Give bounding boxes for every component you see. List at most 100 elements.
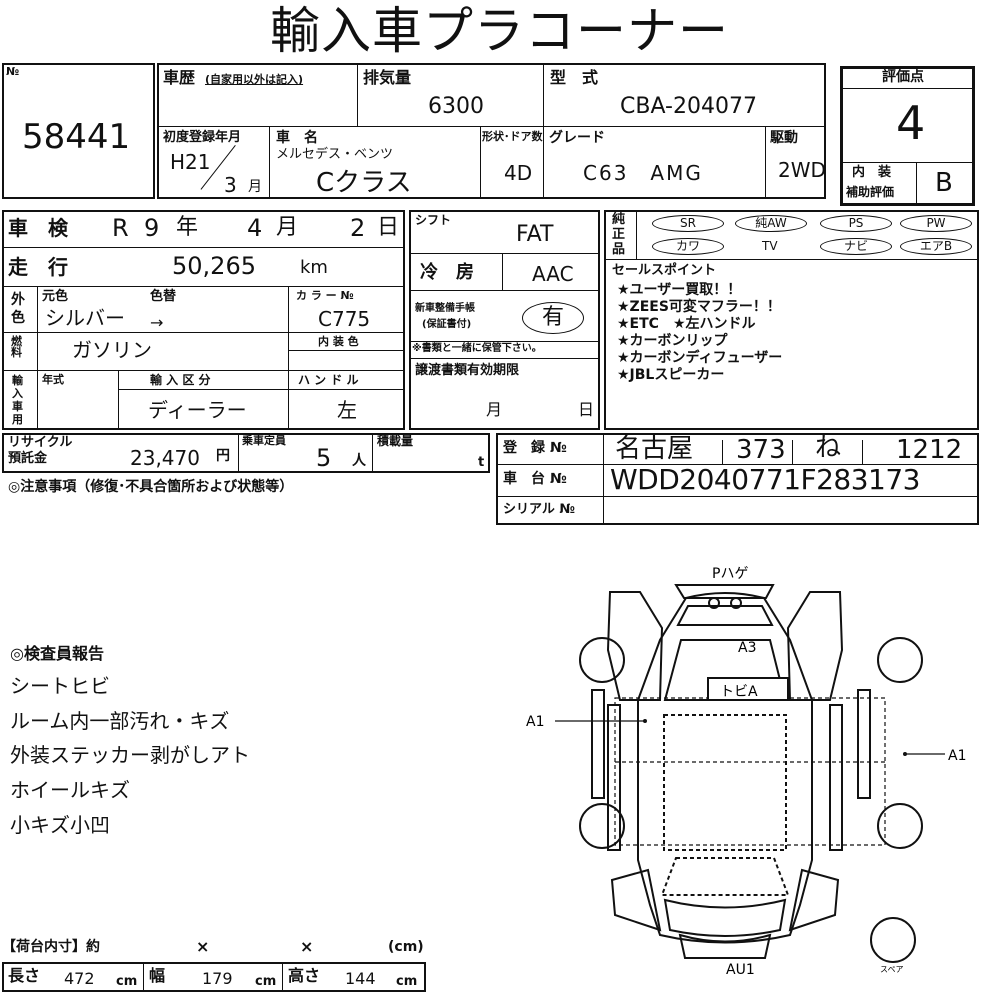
inspector-header: ◎検査員報告 — [10, 644, 104, 663]
first-reg-month: 3 — [224, 173, 237, 197]
capacity-label: 乗車定員 — [242, 434, 286, 447]
lot-label: № — [6, 65, 20, 78]
sales-point-item: ★ユーザー買取！！ — [617, 282, 742, 298]
color-change-label: 色替 — [150, 289, 177, 304]
capacity-value: 5 — [316, 444, 332, 472]
transfer-day-unit: 日 — [578, 400, 595, 419]
diagram-a3-label: A3 — [738, 640, 756, 656]
first-reg-year: H21 — [170, 150, 211, 174]
recycle-label-2: 預託金 — [8, 451, 48, 466]
registration-label: 登 録 № — [503, 440, 567, 456]
car-maker: メルセデス・ベンツ — [276, 147, 394, 162]
shape-doors-label: 形状･ドア数 — [482, 130, 543, 143]
shift-block — [409, 210, 600, 430]
import-handle-label: ハ ン ド ル — [298, 373, 359, 387]
equipment-block — [604, 210, 979, 430]
cargo-height-label: 高さ — [288, 966, 321, 985]
warranty-label-1: 新車整備手帳 — [415, 303, 475, 314]
interior-value: B — [935, 168, 953, 198]
capacity-unit: 人 — [352, 453, 366, 469]
cargo-header: 【荷台内寸】約 — [2, 939, 100, 955]
cargo-unit-paren: (cm) — [388, 939, 424, 955]
shape-doors-value: 4D — [504, 161, 533, 185]
import-year-label: 年式 — [42, 373, 64, 386]
model-code-label: 型 式 — [550, 68, 599, 87]
inspector-item: 外装ステッカー剥がしアト — [10, 743, 250, 767]
car-name: Cクラス — [316, 168, 412, 198]
transfer-label: 譲渡書類有効期限 — [415, 363, 520, 378]
cargo-width-label: 幅 — [149, 966, 166, 985]
import-label: 輸入車用 — [12, 374, 23, 426]
color-orig-value: シルバー — [45, 306, 125, 330]
ac-value: AAC — [532, 262, 574, 286]
fuel-label: 燃料 — [11, 335, 22, 359]
equipment-navi: ナビ — [820, 238, 892, 255]
diagram-spare-label: スペア — [880, 965, 903, 974]
diagram-top-label: Pハゲ — [712, 566, 748, 582]
inspection-label: 車 検 — [8, 216, 68, 240]
inspector-item: ルーム内一部汚れ・キズ — [10, 709, 230, 733]
score-box — [840, 66, 975, 206]
registration-class: 373 — [736, 435, 786, 465]
sales-point-item: ★ETC ★左ハンドル — [617, 316, 756, 332]
equipment-sr: SR — [652, 215, 724, 232]
recycle-value: 23,470 — [130, 446, 200, 470]
color-arrow: → — [150, 313, 164, 332]
fuel-value: ガソリン — [72, 338, 152, 362]
history-note: (自家用以外は記入) — [205, 73, 304, 86]
cargo-width: 179 — [202, 969, 233, 988]
first-reg-label: 初度登録年月 — [163, 130, 242, 145]
car-name-label: 車 名 — [276, 130, 318, 146]
page-title: 輸入車プラコーナー — [270, 2, 729, 60]
import-category-value: ディーラー — [148, 398, 247, 422]
inspection-day: 2 — [350, 214, 366, 242]
sales-point-item: ★カーボンディフューザー — [617, 350, 783, 366]
load-unit: t — [478, 455, 485, 470]
cargo-times-2: × — [300, 937, 314, 956]
model-code-value: CBA-204077 — [620, 94, 757, 119]
cargo-length: 472 — [64, 969, 95, 988]
registration-region: 名古屋 — [615, 434, 694, 464]
inspection-day-unit: 日 — [377, 215, 400, 240]
inspector-item: ホイールキズ — [10, 778, 130, 802]
registration-kana: ね — [815, 433, 842, 463]
displacement-label: 排気量 — [363, 68, 412, 87]
recycle-block — [2, 433, 490, 473]
cargo-length-unit: cm — [116, 974, 138, 989]
displacement-value: 6300 — [428, 94, 484, 119]
shift-value: FAT — [516, 222, 554, 247]
equipment-ps: PS — [820, 215, 892, 232]
sales-point-item: ★JBLスピーカー — [617, 367, 725, 383]
warranty-value: 有 — [522, 302, 584, 334]
lot-box — [2, 63, 155, 199]
interior-color-label: 内 装 色 — [318, 335, 359, 348]
inspector-item: 小キズ小凹 — [10, 813, 110, 837]
cargo-times-1: × — [196, 937, 210, 956]
import-category-label: 輸 入 区 分 — [150, 373, 211, 387]
interior-label-1: 内 装 — [852, 165, 892, 180]
equipment-tv: TV — [762, 239, 778, 253]
drive-label: 駆動 — [770, 130, 798, 146]
color-code-label: カ ラ ー № — [296, 289, 354, 302]
inspection-era: R — [112, 214, 129, 242]
diagram-tobi-label: トビA — [720, 684, 758, 700]
diagram-left-label: A1 — [526, 714, 544, 730]
drive-value: 2WD — [778, 158, 826, 182]
cargo-width-unit: cm — [255, 974, 277, 989]
color-label: 外色 — [11, 292, 25, 326]
chassis-label: 車 台 № — [503, 471, 567, 487]
recycle-label-1: リサイクル — [8, 435, 73, 450]
inspection-month: 4 — [247, 214, 263, 242]
equipment-airbag: エアB — [900, 238, 972, 255]
sales-point-item: ★ZEES可変マフラー！！ — [617, 299, 781, 315]
score-label: 評価点 — [882, 69, 924, 85]
interior-label-2: 補助評価 — [846, 185, 895, 199]
top-info-block — [157, 63, 826, 199]
color-orig-label: 元色 — [42, 289, 69, 304]
shift-label: シフト — [415, 213, 452, 227]
mileage-value: 50,265 — [172, 252, 256, 280]
load-label: 積載量 — [377, 434, 414, 448]
cargo-table — [2, 962, 426, 992]
grade-label: グレード — [549, 130, 605, 146]
serial-label: シリアル № — [503, 502, 576, 517]
